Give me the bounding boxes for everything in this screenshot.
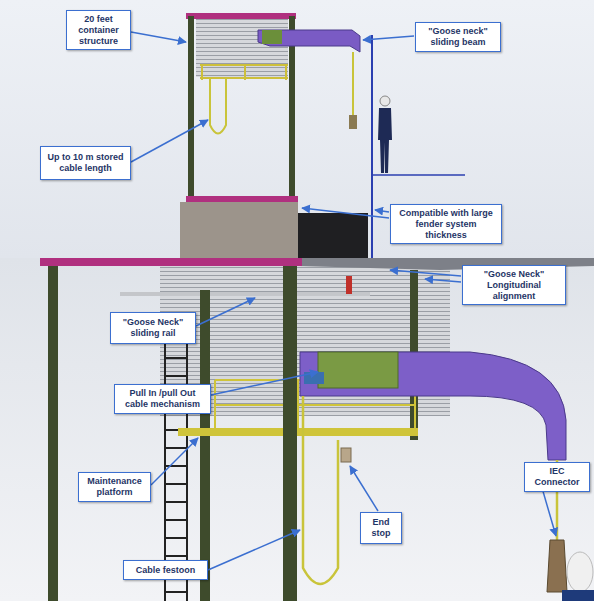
callout-box: Cable festoon bbox=[123, 560, 208, 580]
callout-box: Up to 10 m stored cable length bbox=[40, 146, 131, 180]
callout-text: 20 feet container structure bbox=[71, 14, 126, 46]
roof-beam bbox=[186, 13, 296, 19]
post bbox=[188, 16, 194, 199]
callout-box: Maintenance platform bbox=[78, 472, 151, 502]
callout-box: Compatible with large fender system thic… bbox=[390, 204, 502, 244]
iec-connector bbox=[547, 540, 567, 592]
person-head bbox=[567, 552, 593, 592]
sliding-rail bbox=[120, 292, 370, 296]
railing bbox=[200, 65, 288, 80]
post bbox=[283, 266, 297, 601]
callout-text: Compatible with large fender system thic… bbox=[395, 208, 497, 240]
cable-festoon bbox=[303, 396, 338, 584]
deck-line bbox=[372, 174, 465, 176]
background bbox=[0, 258, 594, 601]
ship-hull-line bbox=[371, 35, 373, 258]
floor-beam bbox=[186, 196, 298, 202]
pull-mechanism bbox=[318, 352, 398, 388]
end-stop bbox=[341, 448, 351, 462]
leader-line bbox=[151, 270, 556, 570]
callout-box: IEC Connector bbox=[524, 462, 590, 492]
callout-text: Up to 10 m stored cable length bbox=[45, 152, 126, 174]
rail-clamp bbox=[346, 276, 352, 294]
callout-text: End stop bbox=[365, 517, 397, 539]
background bbox=[0, 0, 594, 258]
callout-text: "Goose Neck" Longitudinal alignment bbox=[467, 269, 561, 301]
post bbox=[48, 266, 58, 601]
callout-box: "Goose Neck" Longitudinal alignment bbox=[462, 265, 566, 305]
callout-box: "Goose neck" sliding beam bbox=[415, 22, 501, 52]
callout-text: "Goose Neck" sliding rail bbox=[115, 317, 191, 339]
mechanism bbox=[262, 30, 282, 44]
callout-text: Cable festoon bbox=[136, 565, 196, 576]
leader-line bbox=[131, 32, 414, 218]
goose-neck-beam bbox=[300, 352, 566, 460]
callout-text: IEC Connector bbox=[529, 466, 585, 488]
callout-box: End stop bbox=[360, 512, 402, 544]
callout-text: Maintenance platform bbox=[83, 476, 146, 498]
fender-pedestal bbox=[180, 202, 298, 258]
person bbox=[378, 96, 392, 173]
shutter bbox=[196, 19, 288, 77]
goose-neck-beam bbox=[258, 30, 360, 52]
callout-box: Pull In /pull Out cable mechanism bbox=[114, 384, 211, 414]
cable-festoon bbox=[210, 78, 226, 134]
callout-text: "Goose neck" sliding beam bbox=[420, 26, 496, 48]
callout-box: "Goose Neck" sliding rail bbox=[110, 312, 196, 344]
person-body bbox=[562, 590, 594, 601]
roof-beam bbox=[40, 258, 302, 266]
post bbox=[200, 290, 210, 601]
callout-text: Pull In /pull Out cable mechanism bbox=[119, 388, 206, 410]
connector bbox=[349, 115, 357, 129]
cable bbox=[352, 52, 354, 115]
callout-box: 20 feet container structure bbox=[66, 10, 131, 50]
fender bbox=[298, 213, 368, 258]
